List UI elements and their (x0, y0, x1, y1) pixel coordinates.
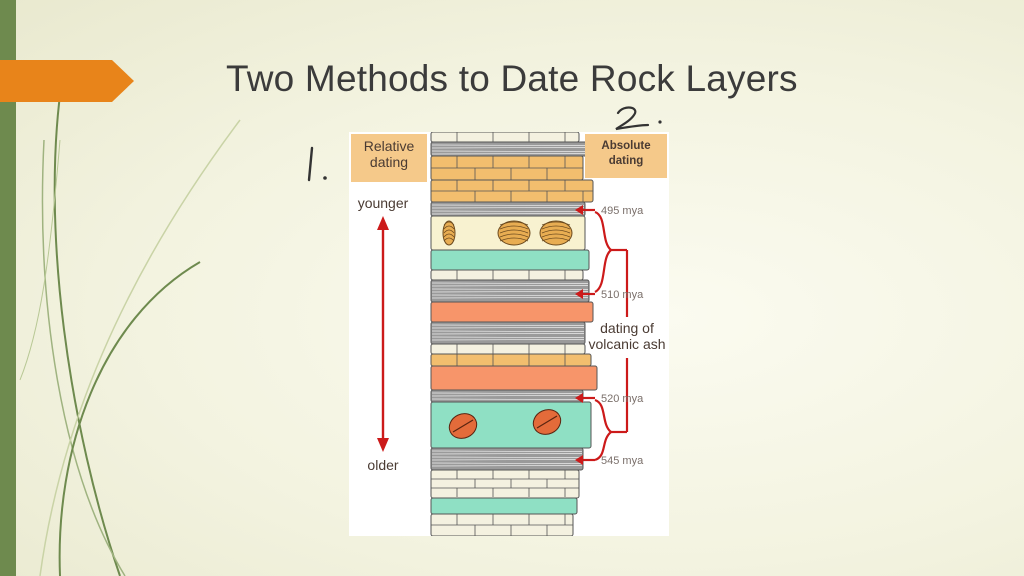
layer-shale-3-streak (431, 291, 589, 293)
brachiopod-ridge (499, 237, 529, 242)
layer-shale-1-streak (431, 147, 589, 149)
brachiopod-ridge (499, 229, 529, 234)
layer-shale-4-streak (431, 330, 585, 332)
title-accent-tab (0, 60, 134, 102)
ash-label-1: dating of (600, 320, 654, 336)
layer-limestone-3 (430, 353, 592, 367)
slide-title: Two Methods to Date Rock Layers (226, 58, 798, 99)
age-label-545: 545 mya (601, 455, 644, 467)
layer-shale-6-streak (431, 459, 583, 461)
bracket-upper (594, 210, 613, 293)
brachiopod-ridge (541, 229, 571, 234)
brachiopod-ridge (499, 225, 529, 230)
layer-sandstone-3 (430, 343, 586, 355)
relative-dating-label-1: Relative (364, 138, 415, 154)
layer-shale-4-streak (431, 327, 585, 329)
layer-shale-3-streak (431, 294, 589, 296)
layer-orange-2 (430, 365, 598, 391)
layer-shale-3-streak (431, 282, 589, 284)
layer-shale-4-streak (431, 333, 585, 335)
ash-label-2: volcanic ash (588, 336, 665, 352)
layer-shale-4-streak (431, 324, 585, 326)
brachiopod-fossil (539, 220, 573, 246)
time-arrow (377, 216, 389, 452)
arrow-495-head (575, 205, 583, 215)
brachiopod-ridge (499, 233, 529, 238)
layer-shale-5-streak (431, 395, 583, 397)
brachiopod-ridge (541, 225, 571, 230)
layer-shale-6-streak (431, 456, 583, 458)
layer-shale-4-streak (431, 336, 585, 338)
rock-layers-diagram: Relative dating Absolute dating younger … (349, 132, 669, 536)
age-label-495: 495 mya (601, 205, 644, 217)
brachiopod-ridge (443, 233, 455, 238)
number-one-text: 1. (300, 140, 302, 141)
layer-shale-2-streak (431, 210, 585, 212)
layer-shale-1-streak (431, 150, 589, 152)
layer-shale-5-streak (431, 398, 583, 400)
relative-dating-box (351, 134, 427, 182)
layer-top-sandstone (430, 132, 580, 143)
layer-shale-6-streak (431, 450, 583, 452)
brachiopod-ridge (541, 237, 571, 242)
layer-orange-1 (430, 301, 594, 323)
layer-sandstone-4 (430, 469, 580, 499)
arrow-520-head (575, 393, 583, 403)
handwritten-number-one: 1. (300, 140, 327, 182)
trilobite-axis (536, 415, 558, 429)
relative-dating-label-2: dating (370, 154, 408, 170)
absolute-dating-label-1: Absolute (601, 140, 650, 152)
left-accent-bar (0, 0, 16, 576)
handwritten-number-two: 2. (610, 105, 662, 131)
layer-green-ash-2 (430, 497, 578, 515)
layer-shale-6-streak (431, 462, 583, 464)
age-label-520: 520 mya (601, 393, 644, 405)
number-two-text: 2. (610, 105, 612, 106)
layer-shale-3-streak (431, 297, 589, 299)
brachiopod-ridge (443, 237, 455, 242)
younger-label: younger (358, 195, 409, 211)
vine-line-1 (53, 79, 121, 576)
layer-shale-6-streak (431, 465, 583, 467)
brachiopod-ridge (499, 221, 529, 226)
layer-sandstone-2 (430, 269, 584, 281)
vine-line-4 (39, 119, 241, 576)
layer-shale-4-streak (431, 339, 585, 341)
brachiopod-ridge (443, 221, 455, 226)
brachiopod-fossil (497, 220, 531, 246)
layer-shale-1-streak (431, 153, 589, 155)
layer-shale-2-streak (431, 207, 585, 209)
rock-strata-group (430, 132, 598, 536)
rock-layers-svg: Relative dating Absolute dating younger … (351, 132, 667, 536)
layer-shale-2-streak (431, 204, 585, 206)
layer-shale-1-streak (431, 144, 589, 146)
layer-green-ash-1 (430, 249, 590, 271)
vine-line-3 (58, 261, 201, 576)
vine-line-2 (41, 139, 126, 576)
bracket-lower (594, 398, 613, 462)
age-label-510: 510 mya (601, 289, 644, 301)
older-label: older (367, 457, 398, 473)
trilobite-axis (452, 419, 474, 433)
brachiopod-ridge (541, 221, 571, 226)
vine-line-5 (19, 139, 61, 381)
arrow-510-head (575, 289, 583, 299)
layer-shale-3-streak (431, 288, 589, 290)
arrow-545-head (575, 455, 583, 465)
absolute-dating-box (585, 134, 667, 178)
layer-shale-5-streak (431, 392, 583, 394)
layer-shale-6-streak (431, 453, 583, 455)
layer-shale-3-streak (431, 285, 589, 287)
brachiopod-ridge (443, 229, 455, 234)
volcanic-ash-brackets (575, 205, 629, 465)
layer-shale-2-streak (431, 213, 585, 215)
absolute-dating-label-2: dating (609, 155, 644, 167)
brachiopod-ridge (443, 225, 455, 230)
brachiopod-ridge (541, 233, 571, 238)
